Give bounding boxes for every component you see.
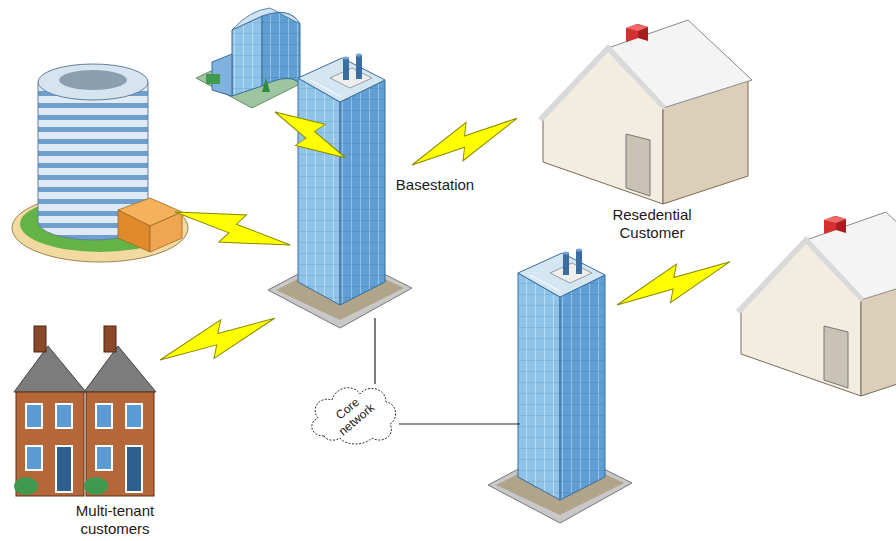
- residential-house: [538, 20, 752, 204]
- wireless-links-part: [266, 98, 355, 172]
- backhaul-lines: [375, 318, 520, 424]
- multi-tenant-houses-part: [96, 404, 112, 428]
- basestation-tower: [268, 54, 412, 329]
- multi-tenant-houses-part: [126, 404, 142, 428]
- multi-tenant-houses-part: [56, 446, 72, 492]
- second-residential-house-part: [736, 212, 896, 396]
- office-building-part: [262, 78, 270, 92]
- wireless-links-part: [405, 103, 524, 181]
- round-office-building-part: [59, 70, 127, 90]
- backhaul-lines-part: [399, 423, 520, 424]
- wireless-links-part: [154, 302, 280, 375]
- multi-tenant-houses-part: [96, 446, 112, 470]
- office-building-part: [262, 12, 300, 86]
- multi-tenant-houses-part: [84, 346, 156, 392]
- round-office-building-part: [38, 64, 148, 100]
- text-label: Resedential Customer: [602, 206, 702, 242]
- text-label: Basestation: [394, 176, 476, 194]
- multi-tenant-houses-part: [56, 404, 72, 428]
- round-office-building-part: [150, 212, 182, 252]
- multi-tenant-houses-part: [14, 346, 86, 392]
- round-office-building-part: [118, 210, 150, 252]
- second-basestation-tower: [488, 249, 632, 524]
- basestation-tower-part: [268, 54, 412, 329]
- office-building-part: [232, 8, 300, 30]
- multi-tenant-houses-part: [126, 446, 142, 492]
- second-residential-house: [736, 212, 896, 396]
- wireless-links: [154, 98, 736, 376]
- multi-tenant-houses-part: [26, 404, 42, 428]
- multi-tenant-houses-part: [34, 326, 46, 352]
- wireless-links-part: [170, 196, 295, 262]
- office-building-part: [206, 74, 220, 84]
- round-office-building: [12, 64, 188, 262]
- residential-house-part: [538, 20, 752, 204]
- multi-tenant-houses-part: [14, 477, 38, 495]
- second-basestation-tower-part: [488, 249, 632, 524]
- wireless-links-part: [611, 246, 736, 321]
- multi-tenant-houses-part: [26, 446, 42, 470]
- office-building: [196, 8, 308, 108]
- text-label: Multi-tenant customers: [60, 502, 170, 538]
- multi-tenant-houses: [14, 326, 156, 496]
- cloud-node: Core network: [304, 380, 400, 448]
- multi-tenant-houses-part: [84, 477, 108, 495]
- multi-tenant-houses-part: [104, 326, 116, 352]
- backhaul-lines-part: [374, 318, 375, 384]
